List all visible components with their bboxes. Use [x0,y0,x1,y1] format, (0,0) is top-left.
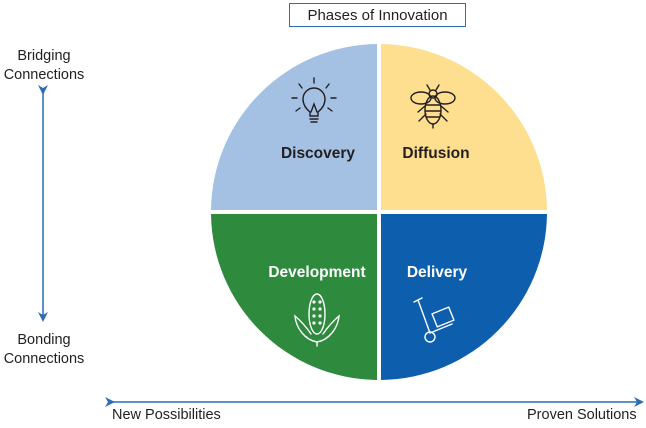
label-delivery: Delivery [407,264,468,281]
lightbulb-icon [291,77,337,123]
hand-truck-icon [413,297,455,343]
label-diffusion: Diffusion [402,145,469,162]
quadrant-diffusion [381,44,547,210]
corn-icon [294,293,340,347]
bee-icon [410,84,456,129]
right-axis-label: Proven Solutions [527,407,637,423]
diagram-title: Phases of Innovation [289,3,466,27]
top-axis-label: Bridging Connections [3,48,85,83]
bottom-axis-label: Bonding Connections [3,332,85,367]
label-discovery: Discovery [281,145,355,162]
left-axis-label: New Possibilities [112,407,221,423]
quadrant-development [211,214,377,380]
label-development: Development [268,264,365,281]
quadrant-delivery [381,214,547,380]
quadrant-discovery [211,44,377,210]
